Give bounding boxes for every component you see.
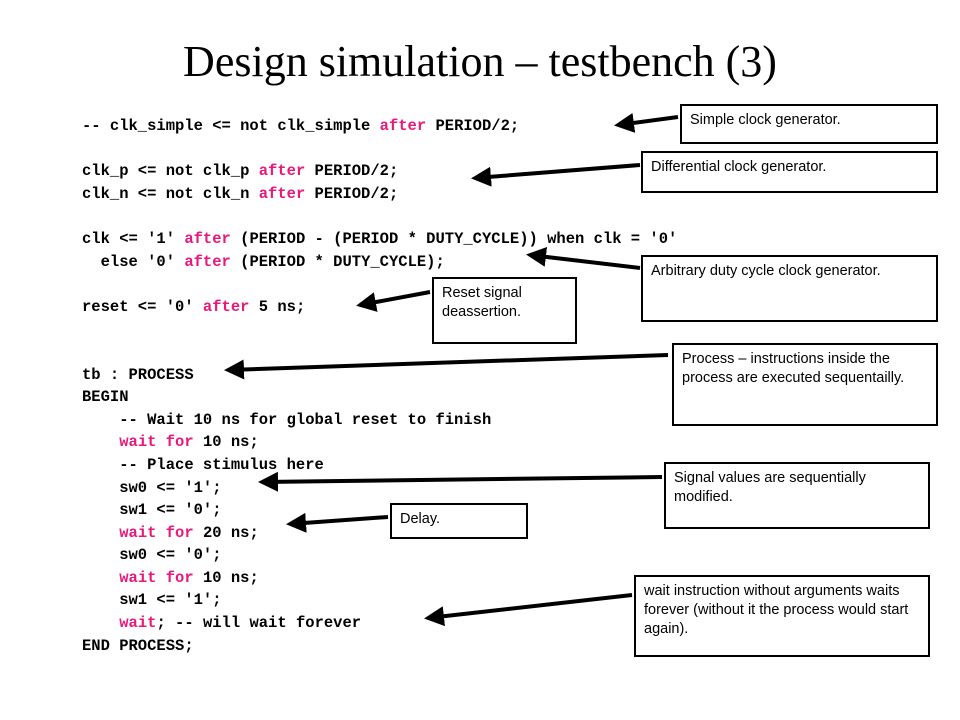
code-line-14: -- Wait 10 ns for global reset to finish: [82, 410, 492, 429]
arrow-wait-forever: [424, 593, 633, 627]
code-line-23: wait; -- will wait forever: [119, 614, 362, 633]
code-line-19: wait for 20 ns;: [119, 523, 259, 542]
arrow-duty-cycle: [526, 246, 641, 270]
note-delay: Delay.: [390, 503, 528, 539]
note-signal-values: Signal values are sequentially modified.: [664, 462, 930, 529]
code-line-7: else '0' after (PERIOD * DUTY_CYCLE);: [82, 252, 445, 271]
slide-title: Design simulation – testbench (3): [183, 37, 777, 86]
code-line-4: clk_n <= not clk_n after PERIOD/2;: [82, 184, 399, 203]
arrow-delay: [286, 512, 389, 533]
note-differential-clock: Differential clock generator.: [641, 151, 938, 193]
code-line-16: -- Place stimulus here: [82, 455, 324, 474]
note-wait-forever: wait instruction without arguments waits…: [634, 575, 930, 657]
code-line-15: wait for 10 ns;: [119, 433, 259, 452]
code-line-21: wait for 10 ns;: [119, 568, 259, 587]
note-simple-clock: Simple clock generator.: [680, 104, 938, 144]
code-line-1: -- clk_simple <= not clk_simple after PE…: [82, 117, 520, 135]
note-duty-cycle: Arbitrary duty cycle clock generator.: [641, 255, 938, 322]
vhdl-code-block: -- clk_simple <= not clk_simple after PE…: [82, 115, 677, 657]
arrow-reset: [356, 290, 431, 312]
code-line-9: reset <= '0' after 5 ns;: [82, 297, 306, 316]
code-line-12: tb : PROCESS: [82, 365, 194, 384]
code-line-13: BEGIN: [82, 388, 129, 407]
code-line-17: sw0 <= '1';: [82, 478, 222, 497]
code-line-6: clk <= '1' after (PERIOD - (PERIOD * DUT…: [82, 229, 678, 248]
arrow-simple-clock: [614, 112, 679, 133]
code-line-18: sw1 <= '0';: [82, 501, 222, 520]
code-line-20: sw0 <= '0';: [82, 546, 222, 565]
note-reset: Reset signal deassertion.: [432, 277, 577, 344]
arrow-signal-values: [258, 471, 663, 492]
note-process: Process – instructions inside the proces…: [672, 343, 938, 426]
code-line-3: clk_p <= not clk_p after PERIOD/2;: [82, 162, 399, 181]
code-line-24: END PROCESS;: [82, 636, 194, 655]
arrow-process: [224, 353, 669, 380]
arrow-differential-clock: [471, 163, 641, 187]
code-line-22: sw1 <= '1';: [82, 591, 222, 610]
